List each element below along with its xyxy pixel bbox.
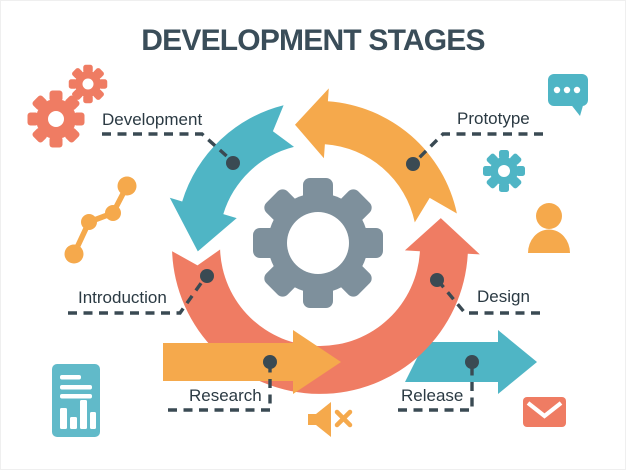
page-title: DEVELOPMENT STAGES xyxy=(141,24,485,57)
stage-label-release: Release xyxy=(401,386,464,405)
line-chart-icon xyxy=(64,176,137,264)
gears-icon xyxy=(27,64,108,148)
envelope-icon xyxy=(523,397,566,427)
gear-icon xyxy=(253,178,383,308)
stage-label-research: Research xyxy=(189,386,262,405)
stage-label-prototype: Prototype xyxy=(457,109,530,128)
connector-dot xyxy=(200,269,214,283)
research-arrow xyxy=(163,330,341,394)
connector-dot xyxy=(465,355,479,369)
stage-label-design: Design xyxy=(477,287,530,306)
stage-label-introduction: Introduction xyxy=(78,288,167,307)
connector-design xyxy=(438,281,540,315)
connector-dot xyxy=(226,156,240,170)
connector-dot xyxy=(430,273,444,287)
connector-development xyxy=(102,132,233,162)
connector-dots xyxy=(200,156,479,369)
mute-speaker-icon xyxy=(308,402,353,437)
connector-lines xyxy=(68,132,543,412)
document-report-icon xyxy=(52,364,100,437)
person-icon xyxy=(528,203,570,253)
cycle-arrow-teal xyxy=(169,105,294,252)
connector-research xyxy=(168,366,272,412)
stage-label-development: Development xyxy=(102,110,203,129)
connector-dot xyxy=(263,355,277,369)
connector-prototype xyxy=(414,132,543,163)
connector-introduction xyxy=(68,278,206,315)
settings-gear-icon xyxy=(483,150,525,192)
cycle-arrow-orange xyxy=(295,88,457,223)
connector-dot xyxy=(406,157,420,171)
speech-bubble-icon xyxy=(548,74,588,116)
